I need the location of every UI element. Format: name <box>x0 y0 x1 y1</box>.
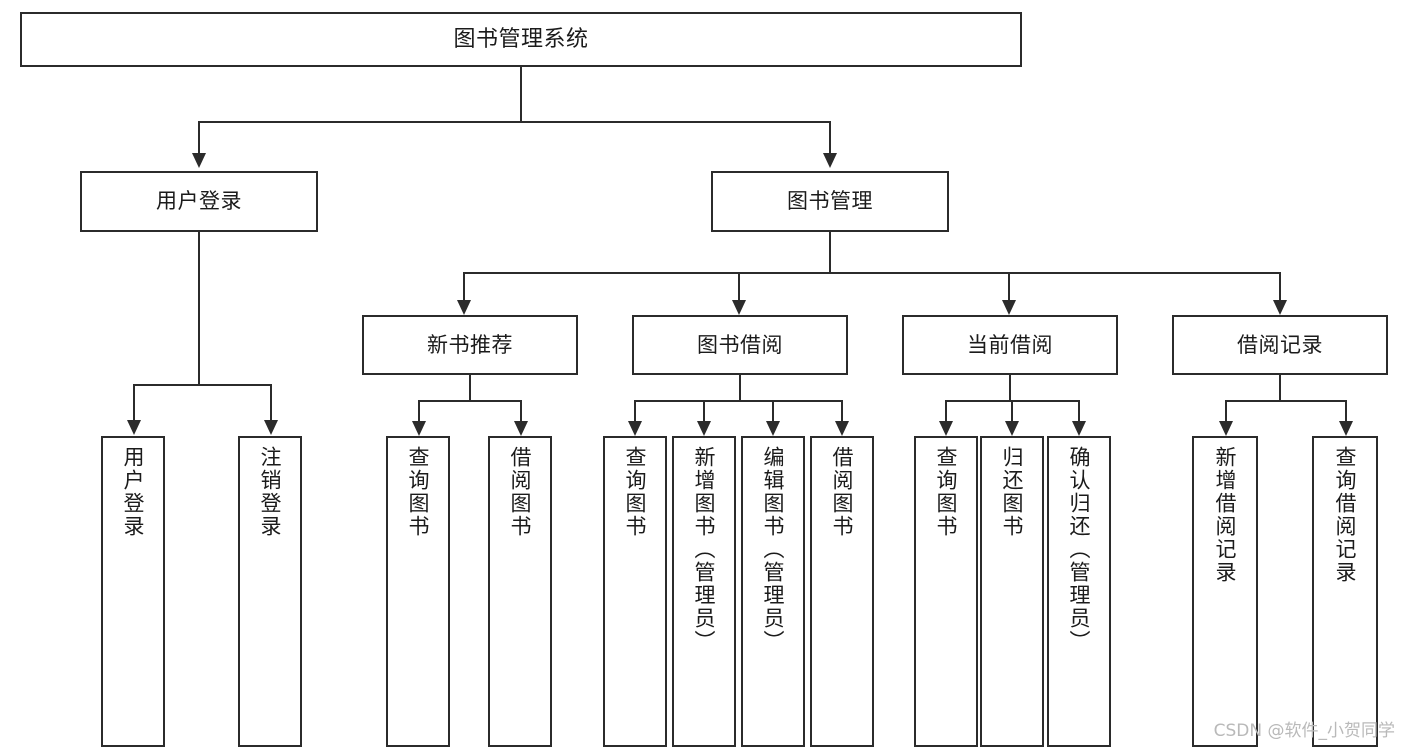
node-label: 当前借阅 <box>967 332 1053 357</box>
connector-borrow-record-trunk <box>1279 375 1281 401</box>
arrow-to-leaf-add-book <box>697 421 711 436</box>
connector-new-book-bar <box>418 400 521 402</box>
node-label: 用户登录 <box>121 446 146 538</box>
connector-current-borrow-drop-1 <box>945 400 947 421</box>
leaf-book-borrow-action[interactable]: 借阅图书 <box>810 436 874 747</box>
connector-book-mgmt-drop-4 <box>1279 272 1281 300</box>
leaf-add-borrow-record[interactable]: 新增借阅记录 <box>1192 436 1258 747</box>
leaf-return-book[interactable]: 归还图书 <box>980 436 1044 747</box>
leaf-confirm-return[interactable]: 确认归还（管理员） <box>1047 436 1111 747</box>
node-label: 新书推荐 <box>427 332 513 357</box>
arrow-to-leaf-add-record <box>1219 421 1233 436</box>
node-borrow-record[interactable]: 借阅记录 <box>1172 315 1388 375</box>
arrow-to-leaf-confirm-return <box>1072 421 1086 436</box>
arrow-to-book-borrow <box>732 300 746 315</box>
leaf-user-login[interactable]: 用户登录 <box>101 436 165 747</box>
node-label: 用户登录 <box>156 189 242 214</box>
connector-book-borrow-drop-3 <box>772 400 774 421</box>
connector-user-login-drop-2 <box>270 384 272 420</box>
node-label: 借阅记录 <box>1237 332 1323 357</box>
connector-borrow-record-drop-1 <box>1225 400 1227 421</box>
leaf-book-add[interactable]: 新增图书（管理员） <box>672 436 736 747</box>
node-label: 新增借阅记录 <box>1213 446 1238 584</box>
node-label: 借阅图书 <box>508 446 533 538</box>
node-label: 注销登录 <box>258 446 283 538</box>
node-label: 查询图书 <box>406 446 431 538</box>
arrow-to-new-book <box>457 300 471 315</box>
leaf-book-edit[interactable]: 编辑图书（管理员） <box>741 436 805 747</box>
arrow-to-leaf-logout <box>264 420 278 435</box>
node-label: 借阅图书 <box>830 446 855 538</box>
connector-new-book-drop-2 <box>520 400 522 421</box>
arrow-to-leaf-query-book-2 <box>628 421 642 436</box>
node-label: 图书借阅 <box>697 332 783 357</box>
node-label: 确认归还（管理员） <box>1067 446 1092 653</box>
connector-book-mgmt-drop-3 <box>1008 272 1010 300</box>
arrow-to-leaf-return-book <box>1005 421 1019 436</box>
arrow-to-user-login <box>192 153 206 168</box>
connector-root-to-user-login <box>198 121 200 153</box>
arrow-to-current-borrow <box>1002 300 1016 315</box>
node-book-borrow[interactable]: 图书借阅 <box>632 315 848 375</box>
node-new-book-recommend[interactable]: 新书推荐 <box>362 315 578 375</box>
node-label: 查询图书 <box>934 446 959 538</box>
connector-user-login-trunk <box>198 232 200 385</box>
leaf-logout[interactable]: 注销登录 <box>238 436 302 747</box>
connector-current-borrow-drop-2 <box>1011 400 1013 421</box>
connector-book-borrow-bar <box>634 400 843 402</box>
leaf-current-query[interactable]: 查询图书 <box>914 436 978 747</box>
connector-book-borrow-drop-2 <box>703 400 705 421</box>
leaf-new-book-query[interactable]: 查询图书 <box>386 436 450 747</box>
arrow-to-leaf-query-book-3 <box>939 421 953 436</box>
connector-book-mgmt-bar <box>463 272 1281 274</box>
connector-current-borrow-drop-3 <box>1078 400 1080 421</box>
connector-new-book-trunk <box>469 375 471 401</box>
connector-user-login-drop-1 <box>133 384 135 420</box>
node-label: 查询图书 <box>623 446 648 538</box>
connector-current-borrow-trunk <box>1009 375 1011 401</box>
node-root-system[interactable]: 图书管理系统 <box>20 12 1022 67</box>
connector-root-to-book-mgmt <box>829 121 831 153</box>
arrow-to-leaf-user-login <box>127 420 141 435</box>
connector-book-mgmt-drop-2 <box>738 272 740 300</box>
arrow-to-leaf-query-book-1 <box>412 421 426 436</box>
arrow-to-book-mgmt <box>823 153 837 168</box>
arrow-to-leaf-borrow-book-2 <box>835 421 849 436</box>
node-book-management[interactable]: 图书管理 <box>711 171 949 232</box>
node-current-borrow[interactable]: 当前借阅 <box>902 315 1118 375</box>
node-label: 归还图书 <box>1000 446 1025 538</box>
connector-book-borrow-drop-4 <box>841 400 843 421</box>
node-label: 图书管理 <box>787 189 873 214</box>
arrow-to-leaf-query-record <box>1339 421 1353 436</box>
connector-book-mgmt-trunk <box>829 232 831 273</box>
arrow-to-leaf-edit-book <box>766 421 780 436</box>
connector-book-mgmt-drop-1 <box>463 272 465 300</box>
arrow-to-borrow-record <box>1273 300 1287 315</box>
connector-borrow-record-drop-2 <box>1345 400 1347 421</box>
node-label: 新增图书（管理员） <box>692 446 717 653</box>
leaf-new-book-borrow[interactable]: 借阅图书 <box>488 436 552 747</box>
connector-user-login-bar <box>133 384 271 386</box>
connector-borrow-record-bar <box>1225 400 1346 402</box>
node-label: 查询借阅记录 <box>1333 446 1358 584</box>
connector-book-borrow-trunk <box>739 375 741 401</box>
connector-new-book-drop-1 <box>418 400 420 421</box>
connector-root-bar <box>198 121 830 123</box>
connector-root-trunk <box>520 67 522 122</box>
node-label: 编辑图书（管理员） <box>761 446 786 653</box>
connector-book-borrow-drop-1 <box>634 400 636 421</box>
node-user-login[interactable]: 用户登录 <box>80 171 318 232</box>
leaf-book-borrow-query[interactable]: 查询图书 <box>603 436 667 747</box>
arrow-to-leaf-borrow-book-1 <box>514 421 528 436</box>
node-label: 图书管理系统 <box>453 26 589 52</box>
leaf-query-borrow-record[interactable]: 查询借阅记录 <box>1312 436 1378 747</box>
